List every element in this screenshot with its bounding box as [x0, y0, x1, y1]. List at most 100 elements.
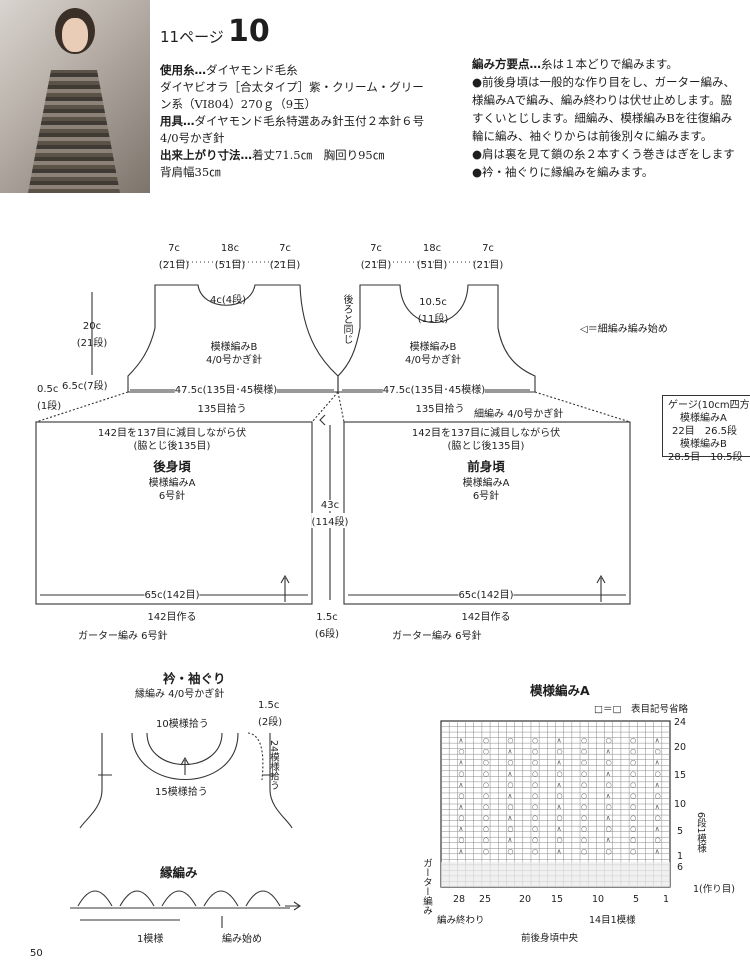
svg-text:○: ○ — [581, 803, 587, 811]
svg-text:○: ○ — [581, 737, 587, 745]
back-top-right-sts: (21目) — [269, 260, 301, 271]
svg-text:○: ○ — [655, 792, 661, 800]
svg-text:∧: ∧ — [507, 792, 512, 800]
front-body-pattern: 模様編みA — [462, 478, 510, 489]
svg-text:○: ○ — [532, 803, 538, 811]
chart-row-5: 5 — [677, 826, 684, 837]
size-line-2: 背肩幅35㎝ — [160, 165, 221, 179]
svg-text:○: ○ — [630, 748, 636, 756]
svg-text:○: ○ — [483, 847, 489, 855]
front-yoke-width: 47.5c(135目･45模様) — [382, 381, 486, 396]
front-decrease-note: (脇とじ後135目) — [447, 441, 525, 452]
svg-text:∧: ∧ — [655, 759, 660, 767]
svg-text:○: ○ — [532, 781, 538, 789]
chart-cast-on: 1(作り目) — [693, 884, 735, 895]
svg-text:∧: ∧ — [458, 737, 463, 745]
border-title: 縁編み — [160, 865, 198, 880]
chart-col-15: 15 — [551, 894, 564, 905]
svg-text:○: ○ — [532, 847, 538, 855]
page-number: 50 — [30, 948, 43, 959]
svg-text:○: ○ — [630, 770, 636, 778]
svg-text:○: ○ — [655, 770, 661, 778]
front-cast-on: 142目作る — [461, 612, 511, 623]
svg-text:○: ○ — [581, 748, 587, 756]
svg-text:∧: ∧ — [606, 770, 611, 778]
border-start: 編み始め — [222, 934, 262, 945]
back-top-mid-sts: (51目) — [214, 260, 246, 271]
back-garter-note: ガーター編み 6号針 — [78, 631, 168, 642]
svg-text:○: ○ — [507, 825, 513, 833]
back-pick-up: 135目拾う — [197, 404, 247, 415]
svg-text:∧: ∧ — [507, 770, 512, 778]
svg-text:∧: ∧ — [606, 792, 611, 800]
chart-col-25: 25 — [479, 894, 492, 905]
points-line-6: ●衿・袖ぐりに縁編みを編みます。 — [472, 165, 654, 179]
svg-text:○: ○ — [483, 770, 489, 778]
back-yoke-hook: 4/0号かぎ針 — [205, 355, 263, 366]
svg-text:○: ○ — [630, 759, 636, 767]
back-decrease: 142目を137目に減目しながら伏 — [97, 428, 247, 439]
svg-text:○: ○ — [630, 814, 636, 822]
points-line-2: 様編みAで編み、編み終わりは伏せ止めします。脇 — [472, 93, 733, 107]
chart-row-20: 20 — [674, 742, 687, 753]
svg-text:○: ○ — [581, 759, 587, 767]
band-height: 0.5c — [37, 384, 59, 395]
svg-text:○: ○ — [483, 792, 489, 800]
svg-text:○: ○ — [630, 847, 636, 855]
svg-text:○: ○ — [532, 836, 538, 844]
svg-text:∧: ∧ — [655, 781, 660, 789]
chart-center: 前後身頃中央 — [521, 933, 579, 944]
svg-text:∧: ∧ — [655, 737, 660, 745]
gauge-box: ゲージ(10cm四方 模様編みA 22目 26.5段 模様編みB 28.5目 1… — [662, 395, 750, 463]
page-reference: 11ページ — [160, 28, 224, 46]
svg-text:○: ○ — [557, 770, 563, 778]
svg-text:○: ○ — [483, 803, 489, 811]
svg-text:○: ○ — [458, 836, 464, 844]
svg-text:○: ○ — [557, 836, 563, 844]
svg-text:∧: ∧ — [655, 803, 660, 811]
svg-text:○: ○ — [507, 737, 513, 745]
back-decrease-note: (脇とじ後135目) — [133, 441, 211, 452]
band-rows: (1段) — [37, 401, 62, 412]
yoke-height-rows: (21段) — [76, 338, 108, 349]
svg-text:○: ○ — [630, 781, 636, 789]
svg-text:○: ○ — [507, 759, 513, 767]
points-line-1: ●前後身頃は一般的な作り目をし、ガーター編み、 — [472, 75, 736, 89]
tools-line-2: 4/0号かぎ針 — [160, 131, 225, 145]
single-crochet-note: 細編み 4/0号かぎ針 — [474, 409, 564, 420]
armhole-depth: 6.5c(7段) — [62, 381, 108, 392]
back-top-mid: 18c — [220, 243, 240, 254]
svg-text:○: ○ — [507, 781, 513, 789]
chart-row-1: 1 — [677, 851, 684, 862]
svg-text:○: ○ — [606, 803, 612, 811]
svg-text:○: ○ — [483, 748, 489, 756]
front-top-mid: 18c — [422, 243, 442, 254]
chart-col-10: 10 — [592, 894, 605, 905]
pattern-number: 10 — [228, 14, 270, 49]
svg-text:○: ○ — [581, 770, 587, 778]
back-top-left: 7c — [168, 243, 180, 254]
chart-col-20: 20 — [519, 894, 532, 905]
front-garter-note: ガーター編み 6号針 — [392, 631, 482, 642]
garter-rows: (6段) — [314, 629, 340, 640]
svg-text:∧: ∧ — [606, 814, 611, 822]
front-top-right: 7c — [482, 243, 494, 254]
front-body-needle: 6号針 — [472, 491, 500, 502]
back-yoke-pattern: 模様編みB — [210, 342, 258, 353]
chart-end-label: 編み終わり — [437, 915, 485, 926]
svg-text:○: ○ — [532, 825, 538, 833]
front-decrease: 142目を137目に減目しながら伏 — [411, 428, 561, 439]
front-top-mid-sts: (51目) — [416, 260, 448, 271]
tools-line-1: 用具…ダイヤモンド毛糸特選あみ針玉付２本針６号 — [160, 114, 425, 128]
edging-height: 1.5c — [258, 700, 280, 711]
points-line-5: ●肩は裏を見て鎖の糸２本すくう巻きはぎをします — [472, 147, 735, 161]
chart-row-6: 6 — [677, 862, 684, 873]
points-line-0: 編み方要点…糸は１本どりで編みます。 — [472, 57, 678, 71]
svg-text:∧: ∧ — [557, 781, 562, 789]
svg-text:○: ○ — [483, 737, 489, 745]
front-top-right-sts: (21目) — [472, 260, 504, 271]
front-body-width: 65c(142目) — [458, 586, 514, 601]
edging-sub: 縁編み 4/0号かぎ針 — [135, 689, 225, 700]
svg-text:○: ○ — [557, 814, 563, 822]
